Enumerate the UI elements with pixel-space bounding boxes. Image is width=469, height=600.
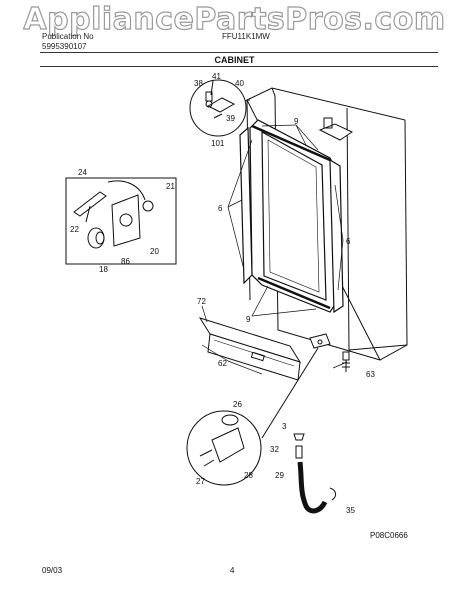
callout-18: 18 xyxy=(99,265,108,274)
header-rule-top xyxy=(40,52,438,53)
section-title: CABINET xyxy=(214,55,255,65)
callout-24: 24 xyxy=(78,168,87,177)
callout-32: 32 xyxy=(270,445,279,454)
publication-number: 5995390107 xyxy=(42,42,87,51)
callout-9-bottom: 9 xyxy=(246,315,251,324)
callout-3: 3 xyxy=(282,422,287,431)
callout-6-left: 6 xyxy=(218,204,223,213)
callout-9-top: 9 xyxy=(294,117,299,126)
callout-26: 26 xyxy=(233,400,242,409)
callout-63: 63 xyxy=(366,370,375,379)
leader-lines xyxy=(201,99,348,375)
callout-6-right: 6 xyxy=(346,237,351,246)
drain-tube xyxy=(293,433,337,514)
callout-29: 29 xyxy=(275,471,284,480)
callout-38: 38 xyxy=(194,79,203,88)
callout-39: 39 xyxy=(226,114,235,123)
callout-41: 41 xyxy=(212,72,221,81)
callout-86: 86 xyxy=(121,257,130,266)
callout-35: 35 xyxy=(346,506,355,515)
toe-grille xyxy=(198,317,302,381)
door-liner-frame xyxy=(239,119,344,314)
callout-28: 28 xyxy=(244,471,253,480)
footer-date: 09/03 xyxy=(42,566,63,575)
callout-62: 62 xyxy=(218,359,227,368)
drain-assembly-box xyxy=(65,177,177,265)
callout-22: 22 xyxy=(70,225,79,234)
watermark-text: AppliancePartsPros.com xyxy=(23,1,446,37)
publication-label: Publication No xyxy=(42,32,94,41)
leveling-leg xyxy=(342,351,350,372)
drain-detail-circle xyxy=(186,347,319,486)
hinge-detail-circle xyxy=(189,79,247,137)
diagram-code: P08C0666 xyxy=(370,531,408,540)
model-number: FFU11K1MW xyxy=(222,32,270,41)
callout-101: 101 xyxy=(211,139,225,148)
callout-27: 27 xyxy=(196,477,205,486)
callout-72: 72 xyxy=(197,297,206,306)
callout-40: 40 xyxy=(235,79,244,88)
bottom-hinge xyxy=(309,333,331,349)
header-rule-bottom xyxy=(40,66,438,67)
callout-20: 20 xyxy=(150,247,159,256)
top-hinge xyxy=(318,117,354,141)
callout-21: 21 xyxy=(166,182,175,191)
page-number: 4 xyxy=(230,566,235,575)
